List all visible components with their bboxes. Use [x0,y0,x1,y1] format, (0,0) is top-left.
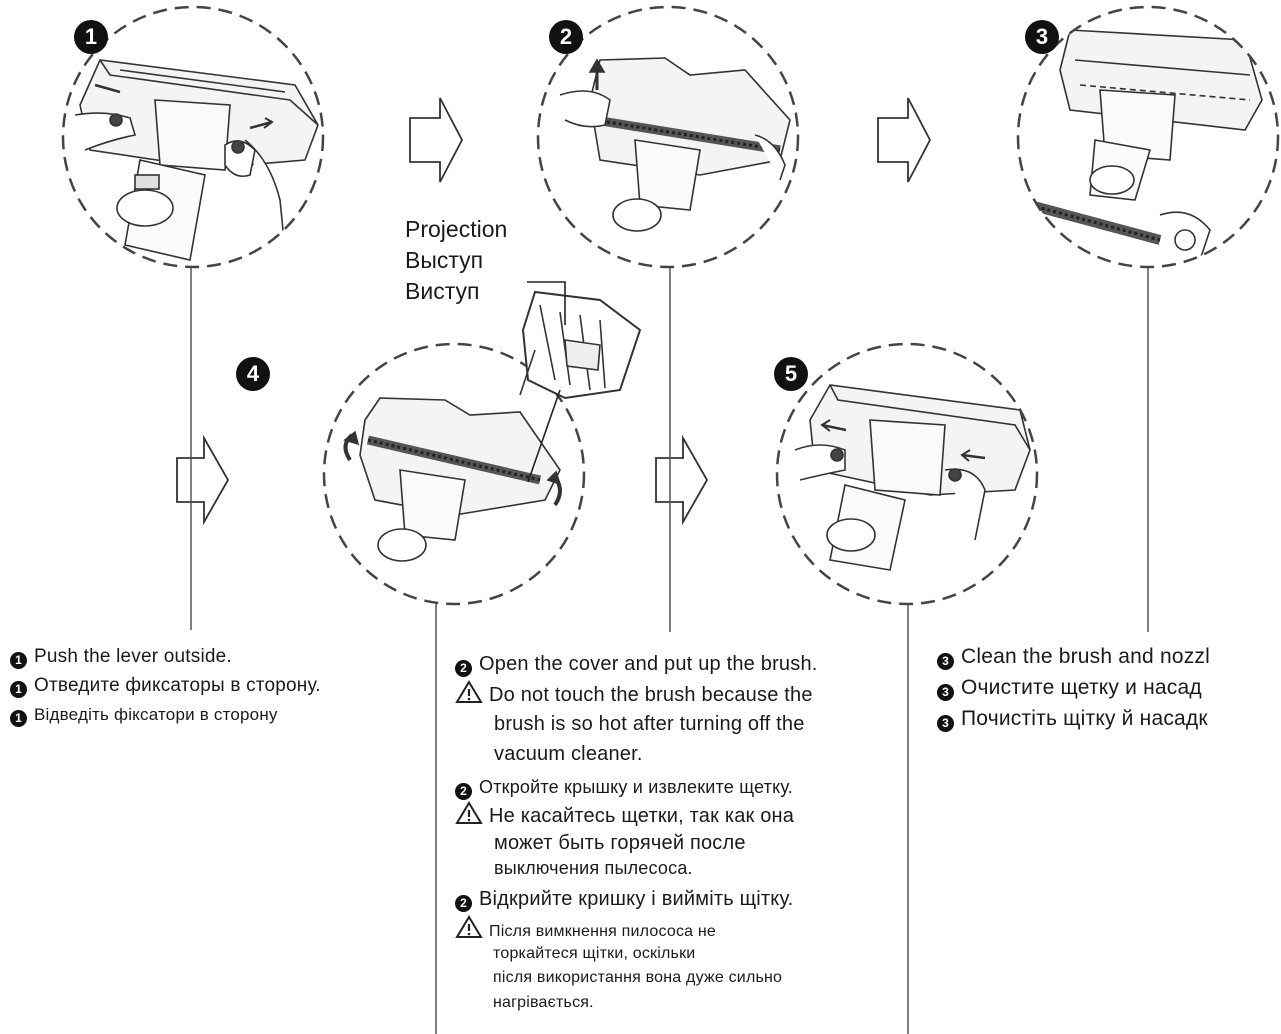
step1-text-ru: Отведите фиксаторы в сторону. [34,675,321,696]
step1-text-en: Push the lever outside. [34,646,232,667]
step2-warning-en-line2: brush is so hot after turning off the [494,713,805,735]
step2-warning-uk-line2: торкайтеся щітки, оскільки [493,945,696,962]
step4-illustration [343,397,562,562]
projection-pointer-line [527,389,561,483]
step-bullet-icon: 1 [10,710,27,727]
projection-detail-inset [519,290,642,400]
flow-arrow-to-4 [176,434,230,526]
step-bullet-icon: 1 [10,652,27,669]
step5-illustration [794,384,1031,571]
warning-icon [455,801,483,824]
step2-warning-uk: Після вимкнення пилососа не [455,915,716,946]
step-bullet-icon: 3 [937,684,954,701]
step1-line-ru: 1 Отведите фиксаторы в сторону. [10,671,321,700]
step-number-5: 5 [774,357,808,391]
step2-warning-uk-line4: нагрівається. [493,994,594,1011]
projection-leader-line [527,281,566,325]
warning-icon [455,680,483,703]
step1-illustration [74,59,319,261]
step3-line-en: 3 Clean the brush and nozzl [937,642,1210,671]
step1-line-en: 1 Push the lever outside. [10,642,232,671]
step2-warning-ru-line2: может быть горячей после [494,832,746,854]
step-bullet-icon: 3 [937,715,954,732]
step3-line-ru: 3 Очистите щетку и насад [937,673,1202,702]
flow-arrow-4-to-5 [655,434,709,526]
step-bullet-icon: 2 [455,895,472,912]
step2-warning-en-line3: vacuum cleaner. [494,743,643,765]
step-number-2: 2 [549,20,583,54]
callout-label-en: Projection [405,216,508,242]
step1-line-uk: 1 Відведіть фіксатори в сторону [10,700,278,729]
step-number-1: 1 [74,20,108,54]
flow-arrow-2-to-3 [877,97,932,183]
step2-warning-en: Do not touch the brush because the [455,680,813,710]
step2-warning-uk-line3: після використання вона дуже сильно [493,969,783,986]
step1-zoom-circle [61,5,325,269]
step2-warning-ru: Не касайтесь щетки, так как она [455,801,794,831]
step-bullet-icon: 2 [455,660,472,677]
step-bullet-icon: 3 [937,653,954,670]
callout-label-uk: Виступ [405,278,480,304]
step-bullet-icon: 1 [10,681,27,698]
step-bullet-icon: 2 [455,783,472,800]
step3-illustration [1028,29,1263,261]
step2-illustration [559,57,791,232]
step1-text-uk: Відведіть фіксатори в сторону [34,705,278,724]
step4-zoom-circle [322,342,586,606]
flow-arrow-1-to-2 [409,97,464,183]
step-number-4: 4 [236,357,270,391]
step3-text-uk: Почистіть щітку й насадк [961,707,1208,730]
step-number-3: 3 [1025,20,1059,54]
projection-callout: Projection Выступ Виступ [405,214,507,307]
step2-warning-ru-line3: выключения пылесоса. [494,858,693,878]
step3-text-ru: Очистите щетку и насад [961,676,1202,699]
step3-text-en: Clean the brush and nozzl [961,645,1210,668]
step3-zoom-circle [1016,5,1280,269]
callout-label-ru: Выступ [405,247,484,273]
warning-icon [455,915,483,938]
step5-zoom-circle [775,342,1039,606]
step3-line-uk: 3 Почистіть щітку й насадк [937,704,1208,733]
step2-zoom-circle [536,5,800,269]
